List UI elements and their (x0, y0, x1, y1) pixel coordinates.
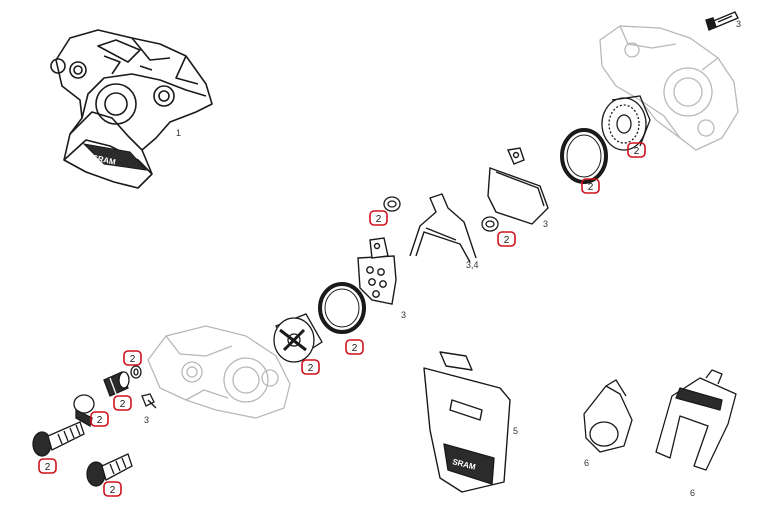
svg-text:2: 2 (130, 354, 136, 365)
part-label-pin-lower: 3 (144, 415, 149, 425)
svg-text:2: 2 (376, 214, 382, 225)
piston-left (273, 313, 323, 363)
banjo-washer (130, 365, 142, 379)
brake-pad-lower (357, 237, 397, 305)
svg-text:2: 2 (97, 415, 103, 426)
callout-fitting: 2 (113, 395, 132, 411)
washer-upper (383, 196, 401, 212)
spacer-ring (583, 379, 633, 453)
banjo-fitting (73, 394, 95, 427)
washer-mid (481, 216, 499, 232)
part-label-spacer-ring: 6 (584, 458, 589, 468)
callout-seal-left: 2 (345, 339, 364, 355)
svg-text:2: 2 (110, 485, 116, 496)
pin-top (705, 11, 739, 31)
callout-bolt-upper: 2 (38, 458, 57, 474)
hose-fitting (103, 371, 130, 397)
pin-lower (141, 393, 157, 409)
pad-spring-clip (409, 193, 477, 263)
callout-bolt-lower: 2 (103, 481, 122, 497)
seal-right (560, 128, 608, 184)
seal-left (318, 282, 366, 334)
callout-washer-upper: 2 (369, 210, 388, 226)
part-label-caliper: 1 (176, 128, 181, 138)
caliper-half-ghost-left (147, 325, 291, 419)
part-label-pad-lower: 3 (401, 310, 406, 320)
part-label-pad-upper: 3 (543, 219, 548, 229)
part-label-spring-clip: 3,4 (466, 260, 479, 270)
callout-piston-right: 2 (627, 142, 646, 158)
caliper-body (50, 29, 213, 189)
svg-text:2: 2 (352, 343, 358, 354)
part-label-bleed-block: 5 (513, 426, 518, 436)
callout-banjo: 2 (90, 411, 109, 427)
callout-piston-left: 2 (301, 359, 320, 375)
callout-banjo-washer: 2 (123, 350, 142, 366)
svg-text:2: 2 (588, 182, 594, 193)
svg-text:2: 2 (120, 399, 126, 410)
part-label-pin-top: 3 (736, 19, 741, 29)
mounting-bolt-lower (86, 453, 133, 487)
svg-text:2: 2 (308, 363, 314, 374)
part-label-spacer-clip: 6 (690, 488, 695, 498)
spacer-clip (655, 369, 737, 471)
svg-text:2: 2 (45, 462, 51, 473)
mounting-bolt-upper (32, 421, 85, 457)
caliper-half-ghost-right (599, 25, 739, 151)
svg-text:2: 2 (504, 235, 510, 246)
brake-pad-upper (487, 147, 549, 225)
bleed-block: SRAM (423, 351, 511, 493)
piston-right (601, 95, 651, 151)
callout-washer-mid: 2 (497, 231, 516, 247)
svg-text:2: 2 (634, 146, 640, 157)
callout-seal-right: 2 (581, 178, 600, 194)
